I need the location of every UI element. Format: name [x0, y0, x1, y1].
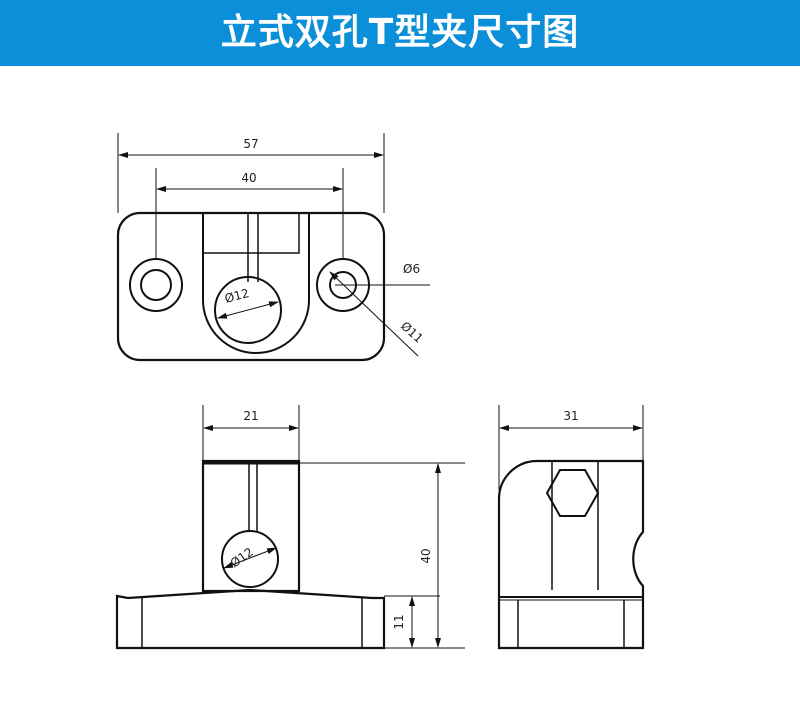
dim-21: 21 — [243, 409, 258, 423]
dim-dia12-top: Ø12 — [223, 286, 250, 306]
front-view-base — [115, 588, 386, 650]
hex-nut — [545, 469, 600, 517]
title-bar — [0, 0, 800, 66]
dim-31: 31 — [563, 409, 578, 423]
top-view-dimensions — [117, 133, 430, 357]
front-view-dimensions — [202, 405, 465, 649]
side-view-body — [497, 459, 645, 650]
dim-40-front: 40 — [419, 548, 433, 563]
dim-dia6: Ø6 — [403, 262, 420, 276]
front-bore — [221, 530, 279, 588]
front-view — [115, 459, 386, 650]
dim-dia11: Ø11 — [398, 319, 426, 346]
left-hole-outer — [129, 258, 183, 312]
dim-57: 57 — [243, 137, 258, 151]
side-view — [497, 459, 645, 650]
dim-11: 11 — [392, 614, 406, 629]
dim-dia12-front: Ø12 — [228, 545, 256, 571]
page-title: 立式双孔T型夹尺寸图 — [220, 12, 580, 53]
top-view — [116, 211, 386, 362]
side-view-dimensions — [498, 405, 644, 490]
top-view-body — [116, 211, 386, 362]
center-bore — [214, 276, 282, 344]
dim-40-top: 40 — [241, 171, 256, 185]
top-view-slot — [202, 213, 310, 354]
left-hole-inner — [140, 269, 172, 301]
front-view-upright — [201, 459, 301, 593]
